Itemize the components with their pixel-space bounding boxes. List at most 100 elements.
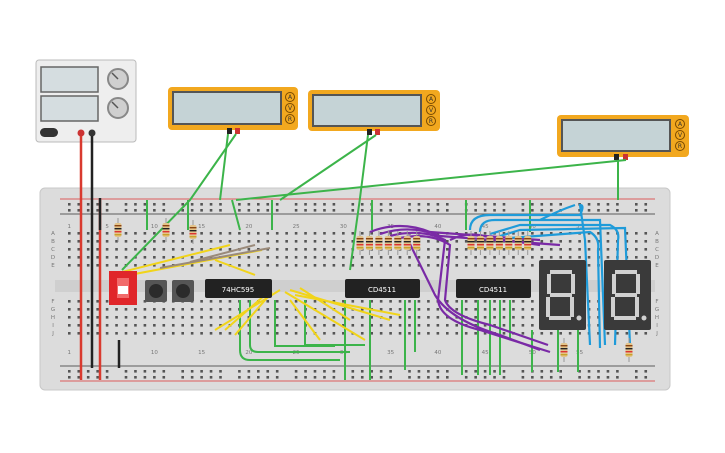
breadboard-hole[interactable] [313,376,317,379]
breadboard-hole[interactable] [360,232,364,235]
breadboard-hole[interactable] [606,376,610,379]
breadboard-hole[interactable] [323,248,326,251]
breadboard-hole[interactable] [474,308,477,311]
breadboard-hole[interactable] [549,376,553,379]
breadboard-hole[interactable] [446,203,449,206]
breadboard-hole[interactable] [370,332,373,335]
breadboard-hole[interactable] [370,324,373,327]
breadboard-hole[interactable] [502,264,506,267]
breadboard-hole[interactable] [436,264,440,267]
breadboard-hole[interactable] [304,203,307,206]
breadboard-hole[interactable] [587,248,591,251]
breadboard-hole[interactable] [474,316,477,319]
chip-cd4511-2[interactable]: CD4511 [456,279,531,298]
breadboard-hole[interactable] [134,232,137,235]
breadboard-hole[interactable] [389,324,392,327]
breadboard-hole[interactable] [427,370,430,373]
breadboard-hole[interactable] [181,209,184,212]
breadboard-hole[interactable] [266,256,270,259]
breadboard-hole[interactable] [559,256,562,259]
breadboard-hole[interactable] [190,332,194,335]
breadboard-hole[interactable] [323,308,326,311]
breadboard-hole[interactable] [209,232,213,235]
breadboard-hole[interactable] [531,209,534,212]
breadboard-hole[interactable] [105,256,109,259]
breadboard-hole[interactable] [181,232,184,235]
breadboard-hole[interactable] [531,324,534,327]
breadboard-hole[interactable] [417,203,421,206]
breadboard-hole[interactable] [436,240,440,243]
breadboard-hole[interactable] [124,308,128,311]
breadboard-hole[interactable] [455,332,459,335]
breadboard-hole[interactable] [483,248,487,251]
breadboard-hole[interactable] [540,332,544,335]
breadboard-hole[interactable] [474,264,477,267]
resistor[interactable] [413,231,421,255]
yellow-wires[interactable] [121,244,401,341]
breadboard-hole[interactable] [606,232,610,235]
breadboard-hole[interactable] [549,370,553,373]
breadboard-hole[interactable] [162,209,166,212]
breadboard-hole[interactable] [512,232,515,235]
breadboard-hole[interactable] [86,256,90,259]
breadboard-hole[interactable] [77,324,81,327]
gray-wires[interactable] [159,244,271,269]
breadboard-hole[interactable] [77,300,81,303]
breadboard-hole[interactable] [162,248,166,251]
breadboard-hole[interactable] [427,209,430,212]
breadboard-hole[interactable] [77,256,81,259]
breadboard-hole[interactable] [134,248,137,251]
breadboard-hole[interactable] [323,316,326,319]
breadboard-hole[interactable] [143,308,147,311]
breadboard-hole[interactable] [181,248,184,251]
breadboard-hole[interactable] [464,376,468,379]
breadboard-hole[interactable] [389,376,392,379]
breadboard-hole[interactable] [521,209,525,212]
breadboard-hole[interactable] [606,248,610,251]
breadboard-hole[interactable] [635,232,638,235]
breadboard-hole[interactable] [512,316,515,319]
breadboard-hole[interactable] [606,203,610,206]
breadboard-hole[interactable] [531,376,534,379]
breadboard-hole[interactable] [635,256,638,259]
breadboard-hole[interactable] [342,308,345,311]
breadboard-hole[interactable] [616,203,619,206]
breadboard-hole[interactable] [171,332,175,335]
breadboard-hole[interactable] [635,209,638,212]
breadboard-hole[interactable] [370,316,373,319]
breadboard-hole[interactable] [587,203,591,206]
breadboard-hole[interactable] [209,300,213,303]
breadboard-hole[interactable] [228,240,232,243]
breadboard-hole[interactable] [389,300,392,303]
breadboard-hole[interactable] [417,256,421,259]
breadboard-hole[interactable] [446,248,449,251]
breadboard-hole[interactable] [427,376,430,379]
resistor[interactable] [375,231,383,255]
breadboard-hole[interactable] [587,240,591,243]
breadboard-hole[interactable] [238,232,241,235]
breadboard-hole[interactable] [124,203,128,206]
breadboard-hole[interactable] [275,264,279,267]
resistor[interactable] [505,231,513,255]
breadboard-hole[interactable] [171,316,175,319]
breadboard-hole[interactable] [323,209,326,212]
breadboard-hole[interactable] [86,324,90,327]
breadboard-hole[interactable] [219,316,222,319]
breadboard-hole[interactable] [96,248,99,251]
breadboard-hole[interactable] [238,203,241,206]
breadboard-hole[interactable] [77,232,81,235]
breadboard-hole[interactable] [332,316,336,319]
breadboard-hole[interactable] [143,209,147,212]
breadboard-hole[interactable] [464,264,468,267]
breadboard-hole[interactable] [143,316,147,319]
breadboard-hole[interactable] [275,370,279,373]
breadboard-hole[interactable] [408,376,411,379]
breadboard-hole[interactable] [313,256,317,259]
breadboard-hole[interactable] [115,256,118,259]
breadboard-hole[interactable] [294,332,298,335]
breadboard-hole[interactable] [96,308,99,311]
breadboard-hole[interactable] [483,256,487,259]
breadboard-hole[interactable] [483,376,487,379]
resistor[interactable] [365,231,373,255]
breadboard-hole[interactable] [408,209,411,212]
